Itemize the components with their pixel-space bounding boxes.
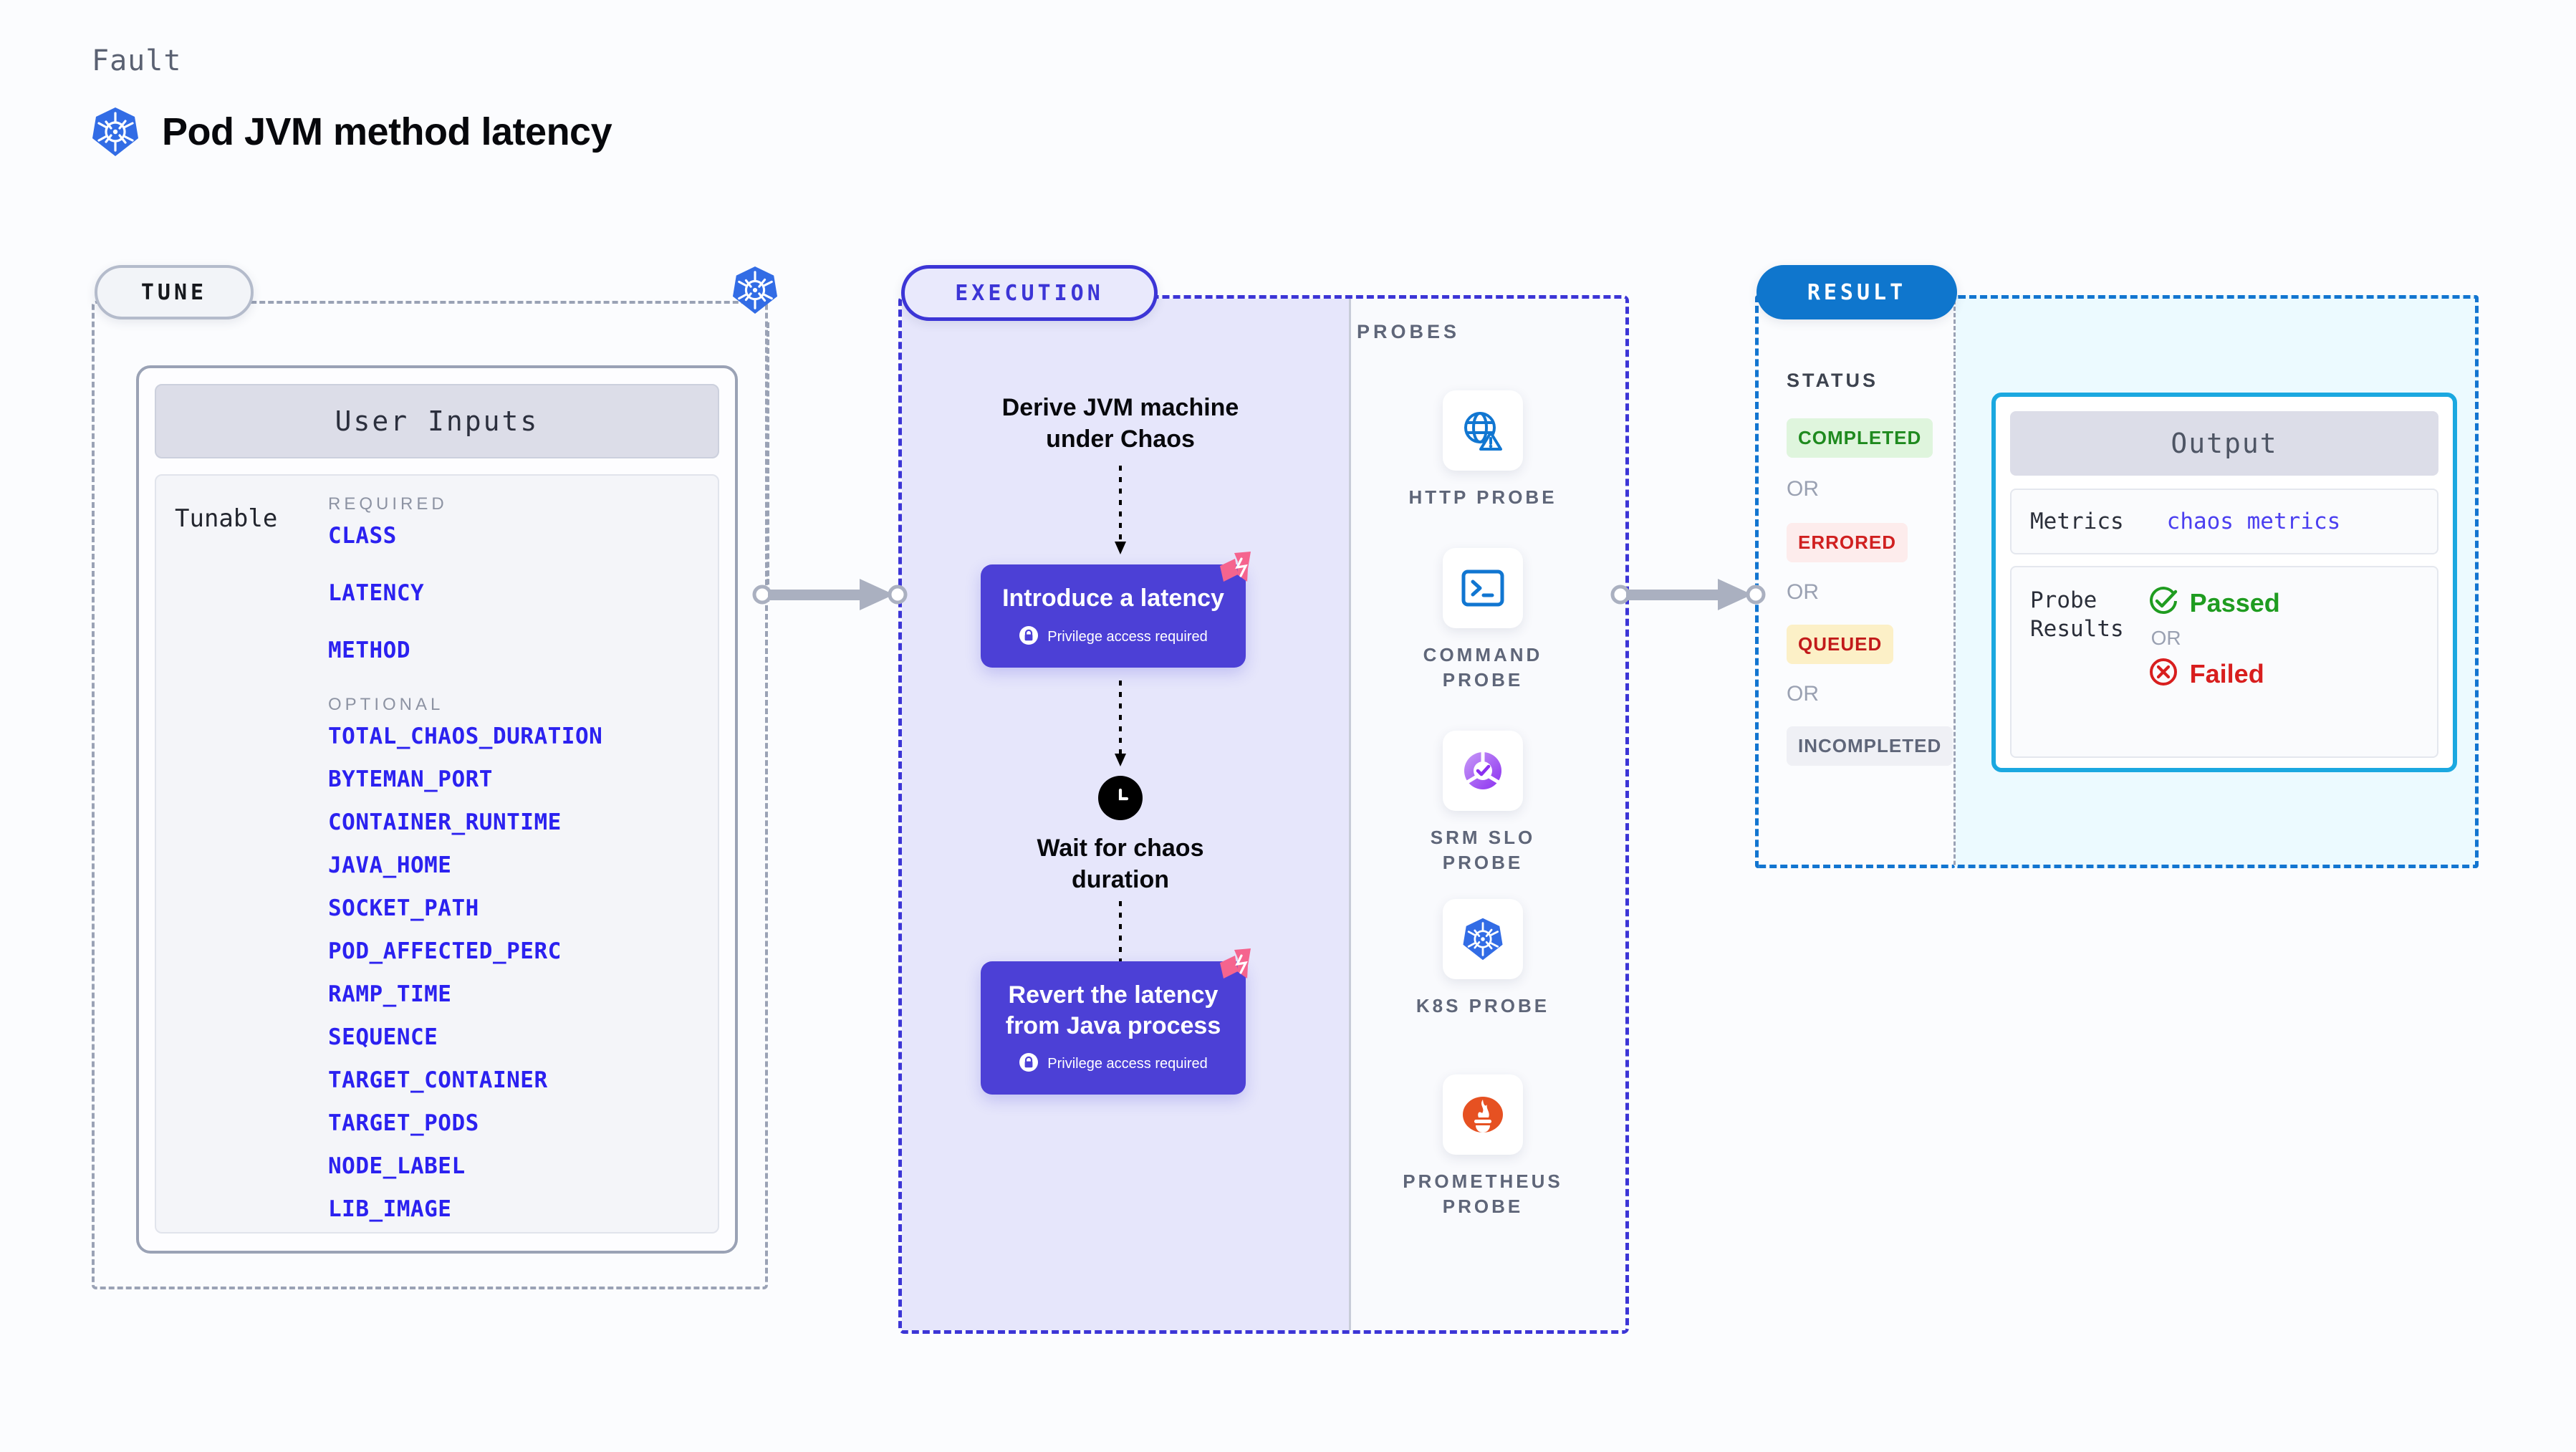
optional-group-label: OPTIONAL [328, 695, 444, 714]
probe-result-or: OR [2150, 627, 2181, 649]
probe-label: K8S PROBE [1416, 995, 1550, 1016]
user-inputs-header: User Inputs [155, 384, 719, 458]
failed-label: Failed [2189, 658, 2264, 688]
execution-pill[interactable]: EXECUTION [901, 265, 1158, 321]
parameter-item[interactable]: METHOD [328, 638, 410, 663]
probe-k8s[interactable]: K8S PROBE [1390, 899, 1576, 1019]
required-group-label: REQUIRED [328, 494, 448, 514]
privilege-note-label: Privilege access required [1047, 628, 1208, 645]
connector-execution-to-result [1610, 579, 1766, 610]
harness-logo-icon [1216, 550, 1256, 591]
result-pill[interactable]: RESULT [1756, 265, 1957, 319]
kubernetes-icon [1443, 899, 1523, 979]
probes-section-label: PROBES [1357, 321, 1461, 342]
output-header: Output [2010, 411, 2438, 476]
parameter-item[interactable]: TARGET_CONTAINER [328, 1067, 548, 1093]
privilege-note: Privilege access required [996, 1052, 1230, 1076]
probe-label: HTTP PROBE [1408, 486, 1557, 508]
parameters-column: REQUIRED CLASS LATENCY METHOD OPTIONAL TOT… [328, 494, 718, 1232]
prometheus-icon [1443, 1074, 1523, 1155]
eyebrow-label: Fault [92, 44, 182, 77]
probe-result-failed: Failed [2148, 657, 2280, 691]
execution-step-introduce[interactable]: Introduce a latency Privilege access req… [981, 552, 1251, 668]
tune-badge-connector [766, 322, 769, 602]
status-or-3: OR [1787, 682, 1819, 706]
title-row: Pod JVM method latency [92, 106, 612, 158]
metrics-row: Metrics chaos metrics [2010, 489, 2438, 554]
required-parameter-list: CLASS LATENCY METHOD [328, 523, 703, 663]
parameter-item[interactable]: TOTAL_CHAOS_DURATION [328, 723, 603, 749]
connector-tune-to-execution [752, 579, 908, 610]
clock-icon [1098, 776, 1143, 820]
srm-slo-check-icon [1443, 731, 1523, 811]
arrow-derive-to-introduce [1115, 466, 1126, 554]
probe-result-passed: Passed [2148, 586, 2280, 620]
parameter-item[interactable]: CONTAINER_RUNTIME [328, 809, 562, 835]
status-or-1: OR [1787, 477, 1819, 501]
tune-pill[interactable]: TUNE [95, 265, 254, 319]
parameter-item[interactable]: TARGET_PODS [328, 1110, 479, 1136]
probes-fill [1349, 299, 1625, 1330]
lock-icon [1019, 625, 1039, 649]
page-title: Pod JVM method latency [162, 110, 612, 153]
user-inputs-body: Tunable REQUIRED CLASS LATENCY METHOD OPTI… [155, 474, 719, 1234]
parameter-item[interactable]: SOCKET_PATH [328, 895, 479, 921]
terminal-icon [1443, 548, 1523, 628]
parameter-item[interactable]: LIB_IMAGE [328, 1196, 452, 1222]
check-circle-icon [2148, 586, 2178, 620]
x-circle-icon [2148, 657, 2178, 691]
probe-results-values: Passed OR Failed [2148, 586, 2280, 738]
lock-icon [1019, 1052, 1039, 1076]
parameter-item[interactable]: POD_AFFECTED_PERC [328, 938, 562, 964]
parameter-item[interactable]: BYTEMAN_PORT [328, 766, 493, 792]
parameter-item[interactable]: NODE_LABEL [328, 1153, 466, 1179]
status-badge-completed: COMPLETED [1787, 418, 1933, 458]
user-inputs-card: User Inputs Tunable REQUIRED CLASS LATENC… [136, 365, 738, 1254]
parameter-item[interactable]: JAVA_HOME [328, 852, 452, 878]
parameter-item[interactable]: RAMP_TIME [328, 981, 452, 1007]
kubernetes-icon [92, 106, 139, 158]
introduce-latency-box[interactable]: Introduce a latency Privilege access req… [981, 552, 1251, 668]
parameter-item[interactable]: SEQUENCE [328, 1024, 438, 1050]
status-badge-queued: QUEUED [1787, 625, 1894, 664]
probe-http[interactable]: HTTP PROBE [1390, 390, 1576, 510]
kubernetes-icon [732, 265, 778, 319]
status-badge-errored: ERRORED [1787, 523, 1908, 562]
globe-warning-icon [1443, 390, 1523, 471]
metrics-value[interactable]: chaos metrics [2166, 509, 2341, 534]
status-or-2: OR [1787, 580, 1819, 604]
privilege-note: Privilege access required [996, 625, 1230, 649]
arrow-introduce-to-wait [1115, 681, 1126, 766]
privilege-note-label: Privilege access required [1047, 1056, 1208, 1072]
metrics-label: Metrics [2030, 509, 2124, 534]
tunable-label: Tunable [175, 504, 278, 533]
passed-label: Passed [2189, 587, 2280, 617]
status-label: STATUS [1787, 370, 1878, 391]
parameter-item[interactable]: CLASS [328, 523, 397, 549]
harness-logo-icon [1216, 947, 1256, 988]
parameter-item[interactable]: LATENCY [328, 580, 425, 606]
introduce-latency-label: Introduce a latency [1002, 585, 1224, 612]
result-status-region [1755, 295, 1956, 868]
optional-parameter-list: TOTAL_CHAOS_DURATION BYTEMAN_PORT CONTAINE… [328, 723, 703, 1222]
page-header: Fault Pod JVM method latency [92, 44, 612, 158]
status-badge-incompleted: INCOMPLETED [1787, 726, 1953, 766]
